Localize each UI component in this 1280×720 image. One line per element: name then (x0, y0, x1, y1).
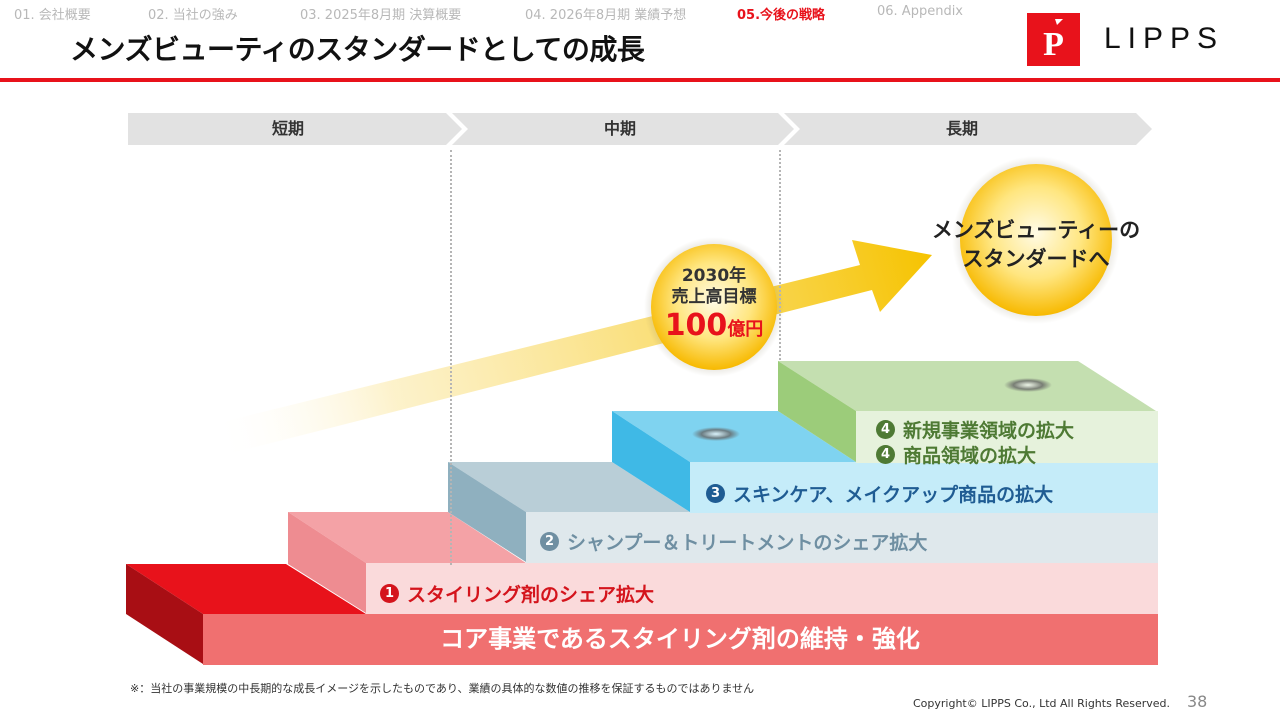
nav-item-strategy[interactable]: 05.今後の戦略 (737, 8, 826, 23)
target-circle (644, 237, 784, 377)
sales-target: 2030年 売上高目標 100億円 (652, 245, 776, 369)
nav-item-forecast[interactable]: 04. 2026年8月期 業績予想 (525, 8, 687, 23)
page-number: 38 (1187, 692, 1208, 711)
step-number-badge: 3 (706, 484, 725, 503)
target-unit: 億円 (727, 319, 764, 340)
step-5-block (778, 361, 1158, 463)
step-number-badge: 1 (380, 584, 399, 603)
goal-line-2: スタンダードへ (962, 247, 1110, 271)
phase-divider (450, 150, 452, 565)
target-label: 売上高目標 (671, 287, 757, 307)
marker-disc (1004, 378, 1052, 392)
goal-line-1: メンズビューティーの (931, 218, 1141, 242)
phase-divider (779, 150, 781, 360)
phase-mid-term: 中期 (603, 119, 636, 138)
page-title: メンズビューティのスタンダードとしての成長 (70, 33, 645, 66)
svg-text:P: P (1043, 26, 1064, 63)
target-year: 2030年 (681, 266, 747, 286)
phase-timeline (128, 113, 1152, 145)
nav-item-company[interactable]: 01. 会社概要 (14, 8, 91, 23)
step-number-badge: 4 (876, 420, 895, 439)
lipps-logo-icon: P (1027, 13, 1080, 66)
logo-text: LIPPS (1104, 22, 1225, 55)
step-number-badge: 4 (876, 445, 895, 464)
footnote: ※：当社の事業規模の中長期的な成長イメージを示したものであり、業績の具体的な数値… (130, 682, 755, 695)
copyright: Copyright© LIPPS Co., Ltd All Rights Res… (913, 697, 1171, 710)
nav-item-appendix[interactable]: 06. Appendix (877, 4, 963, 19)
nav-item-strengths[interactable]: 02. 当社の強み (148, 8, 238, 23)
step-2-block (288, 512, 1158, 614)
phase-short-term: 短期 (271, 119, 304, 138)
target-amount: 100億円 (664, 308, 764, 343)
marker-disc (692, 427, 740, 441)
core-business-label: コア事業であるスタイリング剤の維持・強化 (440, 625, 920, 653)
step-3-block (448, 462, 1158, 563)
step-1-block (126, 564, 1158, 665)
goal-circle (952, 156, 1120, 324)
header-divider (0, 78, 1280, 82)
nav-item-results[interactable]: 03. 2025年8月期 決算概要 (300, 8, 462, 23)
goal-text: メンズビューティーの スタンダードへ (932, 190, 1140, 300)
phase-long-term: 長期 (945, 119, 978, 138)
step-number-badge: 2 (540, 532, 559, 551)
